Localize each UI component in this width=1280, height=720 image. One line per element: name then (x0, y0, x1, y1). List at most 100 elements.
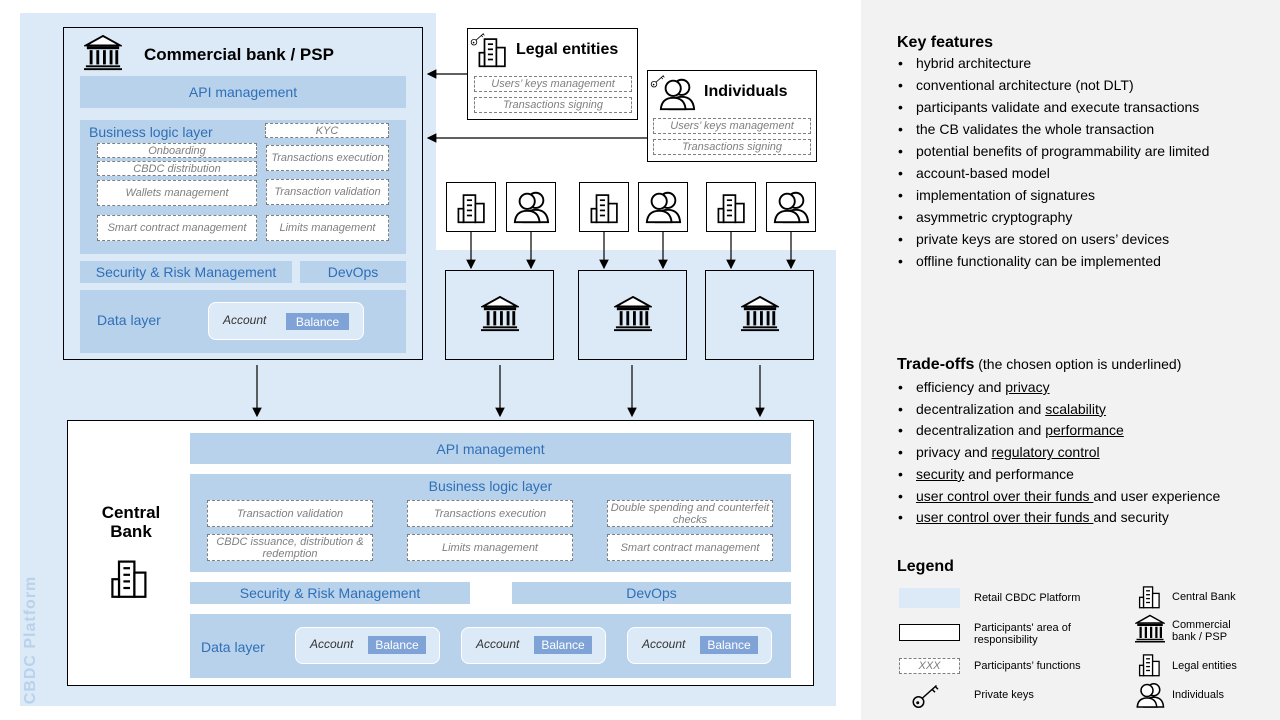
individuals-node-2 (638, 182, 688, 232)
list-item: •account-based model (898, 165, 1050, 181)
key-features-title: Key features (897, 34, 994, 51)
function-transaction-validation: Transaction validation (207, 500, 373, 527)
function-smart-contract-management: Smart contract management (607, 534, 773, 561)
data-layer-panel: Data layer Account Balance (80, 290, 406, 353)
legend-swatch-area (899, 624, 960, 641)
legend-title: Legend (897, 558, 954, 575)
function-wallets-management: Wallets management (97, 180, 257, 206)
security-risk-management: Security & Risk Management (80, 261, 292, 283)
business-logic-panel: Business logic layer KYC Onboarding Tran… (80, 120, 406, 254)
list-item: •decentralization and scalability (898, 400, 1106, 417)
commercial-bank-node-3 (705, 270, 814, 360)
account-label: Account (310, 637, 354, 651)
key-icon (911, 681, 941, 711)
function-cbdc-issuance: CBDC issuance, distribution & redemption (207, 534, 373, 561)
tradeoffs-heading: Trade-offs (the chosen option is underli… (897, 356, 1181, 374)
function-kyc: KYC (265, 123, 389, 138)
account-record: Account Balance (208, 302, 364, 340)
individuals-title: Individuals (704, 83, 788, 100)
list-item: •private keys are stored on users’ devic… (898, 231, 1170, 247)
list-item: •efficiency and privacy (898, 379, 1050, 395)
tradeoffs-list: •efficiency and privacy •decentralizatio… (898, 377, 1278, 529)
data-layer-label: Data layer (97, 312, 161, 328)
account-label: Account (223, 313, 267, 327)
list-item: •asymmetric cryptography (898, 209, 1073, 225)
legal-entities-box: Legal entities Users’ keys management Tr… (467, 28, 638, 120)
legal-entity-node-1 (446, 182, 496, 232)
business-logic-panel: Business logic layer Transaction validat… (190, 474, 791, 572)
legend-keys: Private keys (974, 689, 1034, 701)
tradeoffs-title: Trade-offs (897, 356, 975, 373)
bank-icon (1135, 614, 1165, 644)
legend-swatch-functions: XXX (899, 658, 960, 674)
security-risk-management: Security & Risk Management (190, 582, 470, 604)
central-bank-title-line2: Bank (110, 522, 152, 541)
legend-legal: Legal entities (1172, 660, 1237, 672)
transactions-signing: Transactions signing (474, 97, 632, 113)
legal-entities-title: Legal entities (516, 41, 619, 58)
list-item: •offline functionality can be implemente… (898, 253, 1161, 269)
account-label: Account (476, 637, 520, 651)
central-bank-icon (1137, 583, 1163, 609)
list-item: •user control over their funds and secur… (898, 509, 1169, 526)
central-bank-title: Central Bank (86, 503, 176, 541)
commercial-bank-title: Commercial bank / PSP (144, 45, 334, 64)
info-panel: Key features •hybrid architecture •conve… (861, 0, 1280, 720)
individuals-icon (1135, 680, 1165, 710)
function-double-spending-checks: Double spending and counterfeit checks (607, 500, 773, 527)
list-item: •implementation of signatures (898, 187, 1095, 203)
users-keys-management: Users’ keys management (653, 118, 811, 134)
list-item: •security and performance (898, 465, 1074, 482)
list-item: •conventional architecture (not DLT) (898, 77, 1134, 93)
list-item: •hybrid architecture (898, 55, 1032, 71)
list-item: •privacy and regulatory control (898, 444, 1100, 461)
legal-entity-icon (1137, 650, 1163, 678)
legal-entity-node-3 (706, 182, 756, 232)
central-bank-box: Central Bank API management Business log… (67, 420, 814, 686)
commercial-bank-node-1 (445, 270, 554, 360)
business-logic-label: Business logic layer (428, 478, 553, 494)
platform-area-left (20, 250, 48, 706)
legend-commercial: Commercial bank / PSP (1172, 619, 1231, 643)
connector-arrows (252, 69, 796, 418)
individuals-node-3 (766, 182, 816, 232)
api-management: API management (80, 76, 406, 108)
legend-functions: Participants’ functions (974, 660, 1081, 672)
individuals-node-1 (506, 182, 556, 232)
api-management: API management (190, 433, 791, 464)
users-keys-management: Users’ keys management (474, 76, 632, 92)
function-limits-management: Limits management (407, 534, 573, 561)
account-label: Account (642, 637, 686, 651)
transactions-signing: Transactions signing (653, 139, 811, 155)
central-bank-title-line1: Central (101, 503, 161, 522)
function-transactions-execution: Transactions execution (407, 500, 573, 527)
list-item: •user control over their funds and user … (898, 487, 1221, 504)
balance-label: Balance (368, 636, 426, 654)
balance-label: Balance (534, 636, 592, 654)
legend-central-bank: Central Bank (1172, 591, 1236, 603)
devops: DevOps (512, 582, 791, 604)
function-smart-contract-management: Smart contract management (97, 215, 257, 241)
business-logic-label: Business logic layer (89, 124, 213, 140)
legend-individuals: Individuals (1172, 689, 1224, 701)
tradeoffs-subtitle: (the chosen option is underlined) (978, 356, 1182, 372)
function-transactions-execution: Transactions execution (266, 145, 389, 171)
legend-area: Participants' area of responsibility (974, 622, 1071, 646)
legend-swatch-platform (899, 588, 960, 608)
commercial-bank-node-2 (578, 270, 687, 360)
function-onboarding: Onboarding (97, 143, 257, 158)
devops: DevOps (300, 261, 406, 283)
account-record-2: Account Balance (461, 627, 606, 664)
balance-label: Balance (286, 313, 349, 330)
key-features-list: •hybrid architecture •conventional archi… (898, 52, 1278, 272)
legal-entity-node-2 (579, 182, 629, 232)
account-record-3: Account Balance (627, 627, 772, 664)
legend-retail: Retail CBDC Platform (974, 592, 1081, 604)
balance-label: Balance (700, 636, 758, 654)
commercial-bank-box: Commercial bank / PSP API management Bus… (63, 27, 423, 360)
list-item: •decentralization and performance (898, 422, 1124, 439)
individuals-box: Individuals Users’ keys management Trans… (647, 70, 817, 162)
function-transaction-validation: Transaction validation (266, 179, 389, 205)
list-item: •potential benefits of programmability a… (898, 143, 1210, 159)
list-item: •the CB validates the whole transaction (898, 121, 1155, 137)
